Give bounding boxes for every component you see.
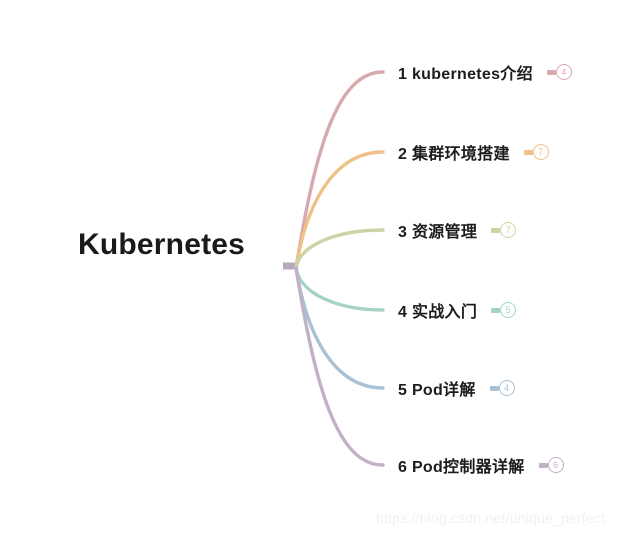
- badge-count-2: 7: [532, 144, 549, 160]
- root-node[interactable]: Kubernetes: [78, 228, 245, 262]
- branch-node-3[interactable]: 3 资源管理 7: [398, 218, 517, 242]
- badge-connector-6: [538, 462, 548, 468]
- branch-curve-3: [294, 228, 385, 270]
- branch-curve-2: [294, 150, 385, 270]
- branch-count-badge-5[interactable]: 4: [489, 380, 515, 396]
- branch-count-badge-2[interactable]: 7: [523, 144, 549, 160]
- badge-connector-4: [491, 307, 501, 313]
- branch-count-badge-1[interactable]: 4: [546, 64, 572, 80]
- badge-count-5: 4: [498, 380, 515, 396]
- badge-count-1: 4: [555, 64, 572, 80]
- branch-label-6: 6 Pod控制器详解: [398, 459, 525, 476]
- branch-label-2: 2 集群环境搭建: [398, 146, 510, 163]
- branch-node-5[interactable]: 5 Pod详解 4: [398, 376, 515, 400]
- badge-connector-1: [546, 69, 556, 75]
- branch-curve-4: [294, 266, 385, 312]
- root-node-label: Kubernetes: [78, 228, 246, 261]
- branch-count-badge-4[interactable]: 5: [491, 302, 517, 318]
- branch-label-4: 4 实战入门: [398, 304, 478, 321]
- branch-node-1[interactable]: 1 kubernetes介绍 4: [398, 60, 572, 84]
- branch-curve-5: [294, 266, 385, 390]
- branch-node-2[interactable]: 2 集群环境搭建 7: [398, 140, 549, 164]
- badge-count-6: 6: [547, 457, 564, 473]
- badge-connector-5: [489, 385, 499, 391]
- branch-label-5: 5 Pod详解: [398, 382, 476, 399]
- branch-count-badge-6[interactable]: 6: [538, 457, 564, 473]
- branch-curve-6: [294, 266, 385, 467]
- watermark: https://blog.csdn.net/unique_perfect: [376, 510, 606, 526]
- branch-node-4[interactable]: 4 实战入门 5: [398, 298, 517, 322]
- badge-connector-2: [523, 149, 533, 155]
- branch-label-1: 1 kubernetes介绍: [398, 66, 533, 83]
- badge-connector-3: [491, 227, 501, 233]
- branch-label-3: 3 资源管理: [398, 224, 478, 241]
- branch-count-badge-3[interactable]: 7: [491, 222, 517, 238]
- branch-node-6[interactable]: 6 Pod控制器详解 6: [398, 453, 564, 477]
- branch-curve-1: [294, 70, 385, 270]
- badge-count-4: 5: [500, 302, 517, 318]
- badge-count-3: 7: [500, 222, 517, 238]
